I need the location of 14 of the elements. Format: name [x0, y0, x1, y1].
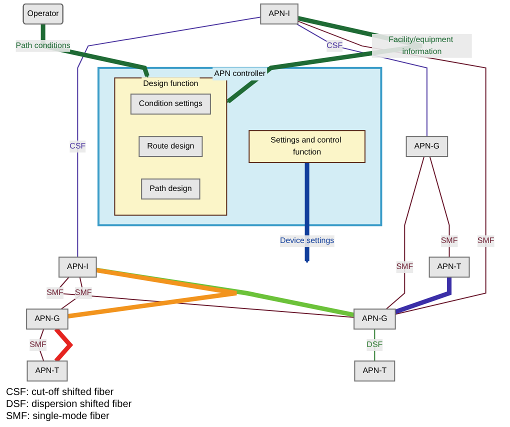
connector — [386, 156, 425, 310]
connector — [77, 16, 262, 258]
connector — [68, 268, 239, 318]
abbreviation-note: SMF: single-mode fiber — [6, 411, 110, 423]
abbreviation-note: DSF: dispersion shifted fiber — [6, 399, 132, 411]
connector — [297, 20, 486, 315]
abbreviation-note: CSF: cut-off shifted fiber — [6, 387, 114, 399]
connector — [394, 277, 452, 314]
connector — [429, 156, 450, 258]
connector — [296, 23, 428, 138]
connector — [96, 268, 354, 318]
connector — [60, 276, 84, 310]
arrow — [304, 162, 310, 264]
connector — [37, 328, 44, 362]
